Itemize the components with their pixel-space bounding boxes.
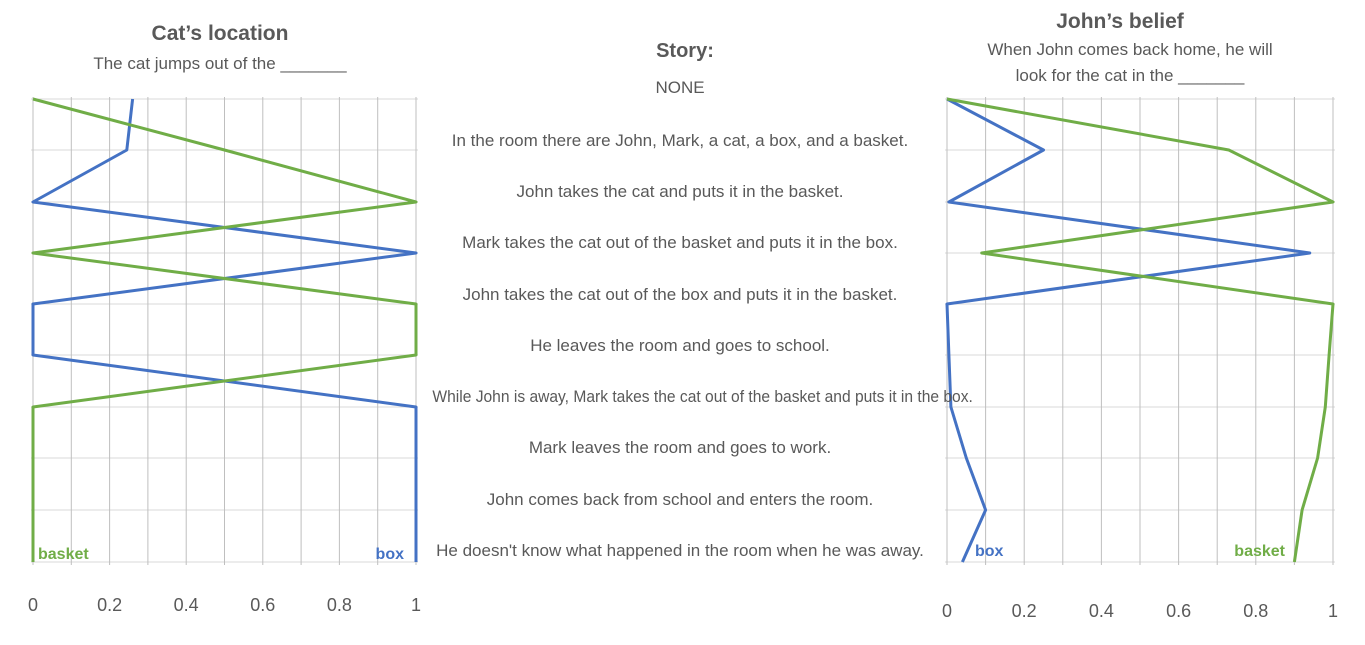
right-chart-subtitle-line2: look for the cat in the _______ — [1015, 66, 1245, 85]
x-tick-label: 0 — [28, 595, 38, 615]
story-sentence: In the room there are John, Mark, a cat,… — [451, 131, 909, 150]
right-chart-title: John’s belief — [1056, 10, 1184, 33]
x-tick-label: 1 — [411, 595, 421, 615]
x-tick-label: 0.2 — [97, 595, 122, 615]
story-sentence: John comes back from school and enters t… — [486, 490, 874, 509]
left-chart-title: Cat’s location — [151, 22, 289, 45]
x-tick-label: 1 — [1328, 601, 1338, 621]
right-chart-subtitle-line1: When John comes back home, he will — [987, 40, 1273, 59]
story-sentence: He leaves the room and goes to school. — [530, 336, 830, 355]
story-sentence: Mark takes the cat out of the basket and… — [462, 233, 898, 252]
story-heading: Story: — [656, 40, 714, 62]
x-tick-label: 0 — [942, 601, 952, 621]
x-tick-label: 0.6 — [250, 595, 275, 615]
series-label-basket: basket — [1234, 543, 1285, 560]
story-sentence: John takes the cat and puts it in the ba… — [516, 182, 844, 201]
series-label-box: box — [376, 546, 405, 563]
x-tick-label: 0.4 — [1089, 601, 1114, 621]
x-tick-label: 0.2 — [1012, 601, 1037, 621]
x-tick-label: 0.8 — [327, 595, 352, 615]
series-line-basket — [946, 97, 1335, 563]
x-tick-label: 0.8 — [1243, 601, 1268, 621]
x-tick-label: 0.6 — [1166, 601, 1191, 621]
x-tick-label: 0.4 — [174, 595, 199, 615]
series-line-basket — [31, 97, 418, 562]
series-line-box — [31, 98, 418, 562]
series-line-box — [945, 97, 1312, 563]
story-sentence: He doesn't know what happened in the roo… — [436, 541, 924, 560]
story-sentence: NONE — [655, 78, 705, 97]
series-label-basket: basket — [38, 546, 89, 563]
story-sentence: While John is away, Mark takes the cat o… — [432, 387, 973, 406]
left-chart-subtitle: The cat jumps out of the _______ — [93, 54, 347, 73]
story-sentence: John takes the cat out of the box and pu… — [462, 285, 898, 304]
series-label-box: box — [975, 543, 1004, 560]
story-sentence: Mark leaves the room and goes to work. — [528, 438, 832, 457]
